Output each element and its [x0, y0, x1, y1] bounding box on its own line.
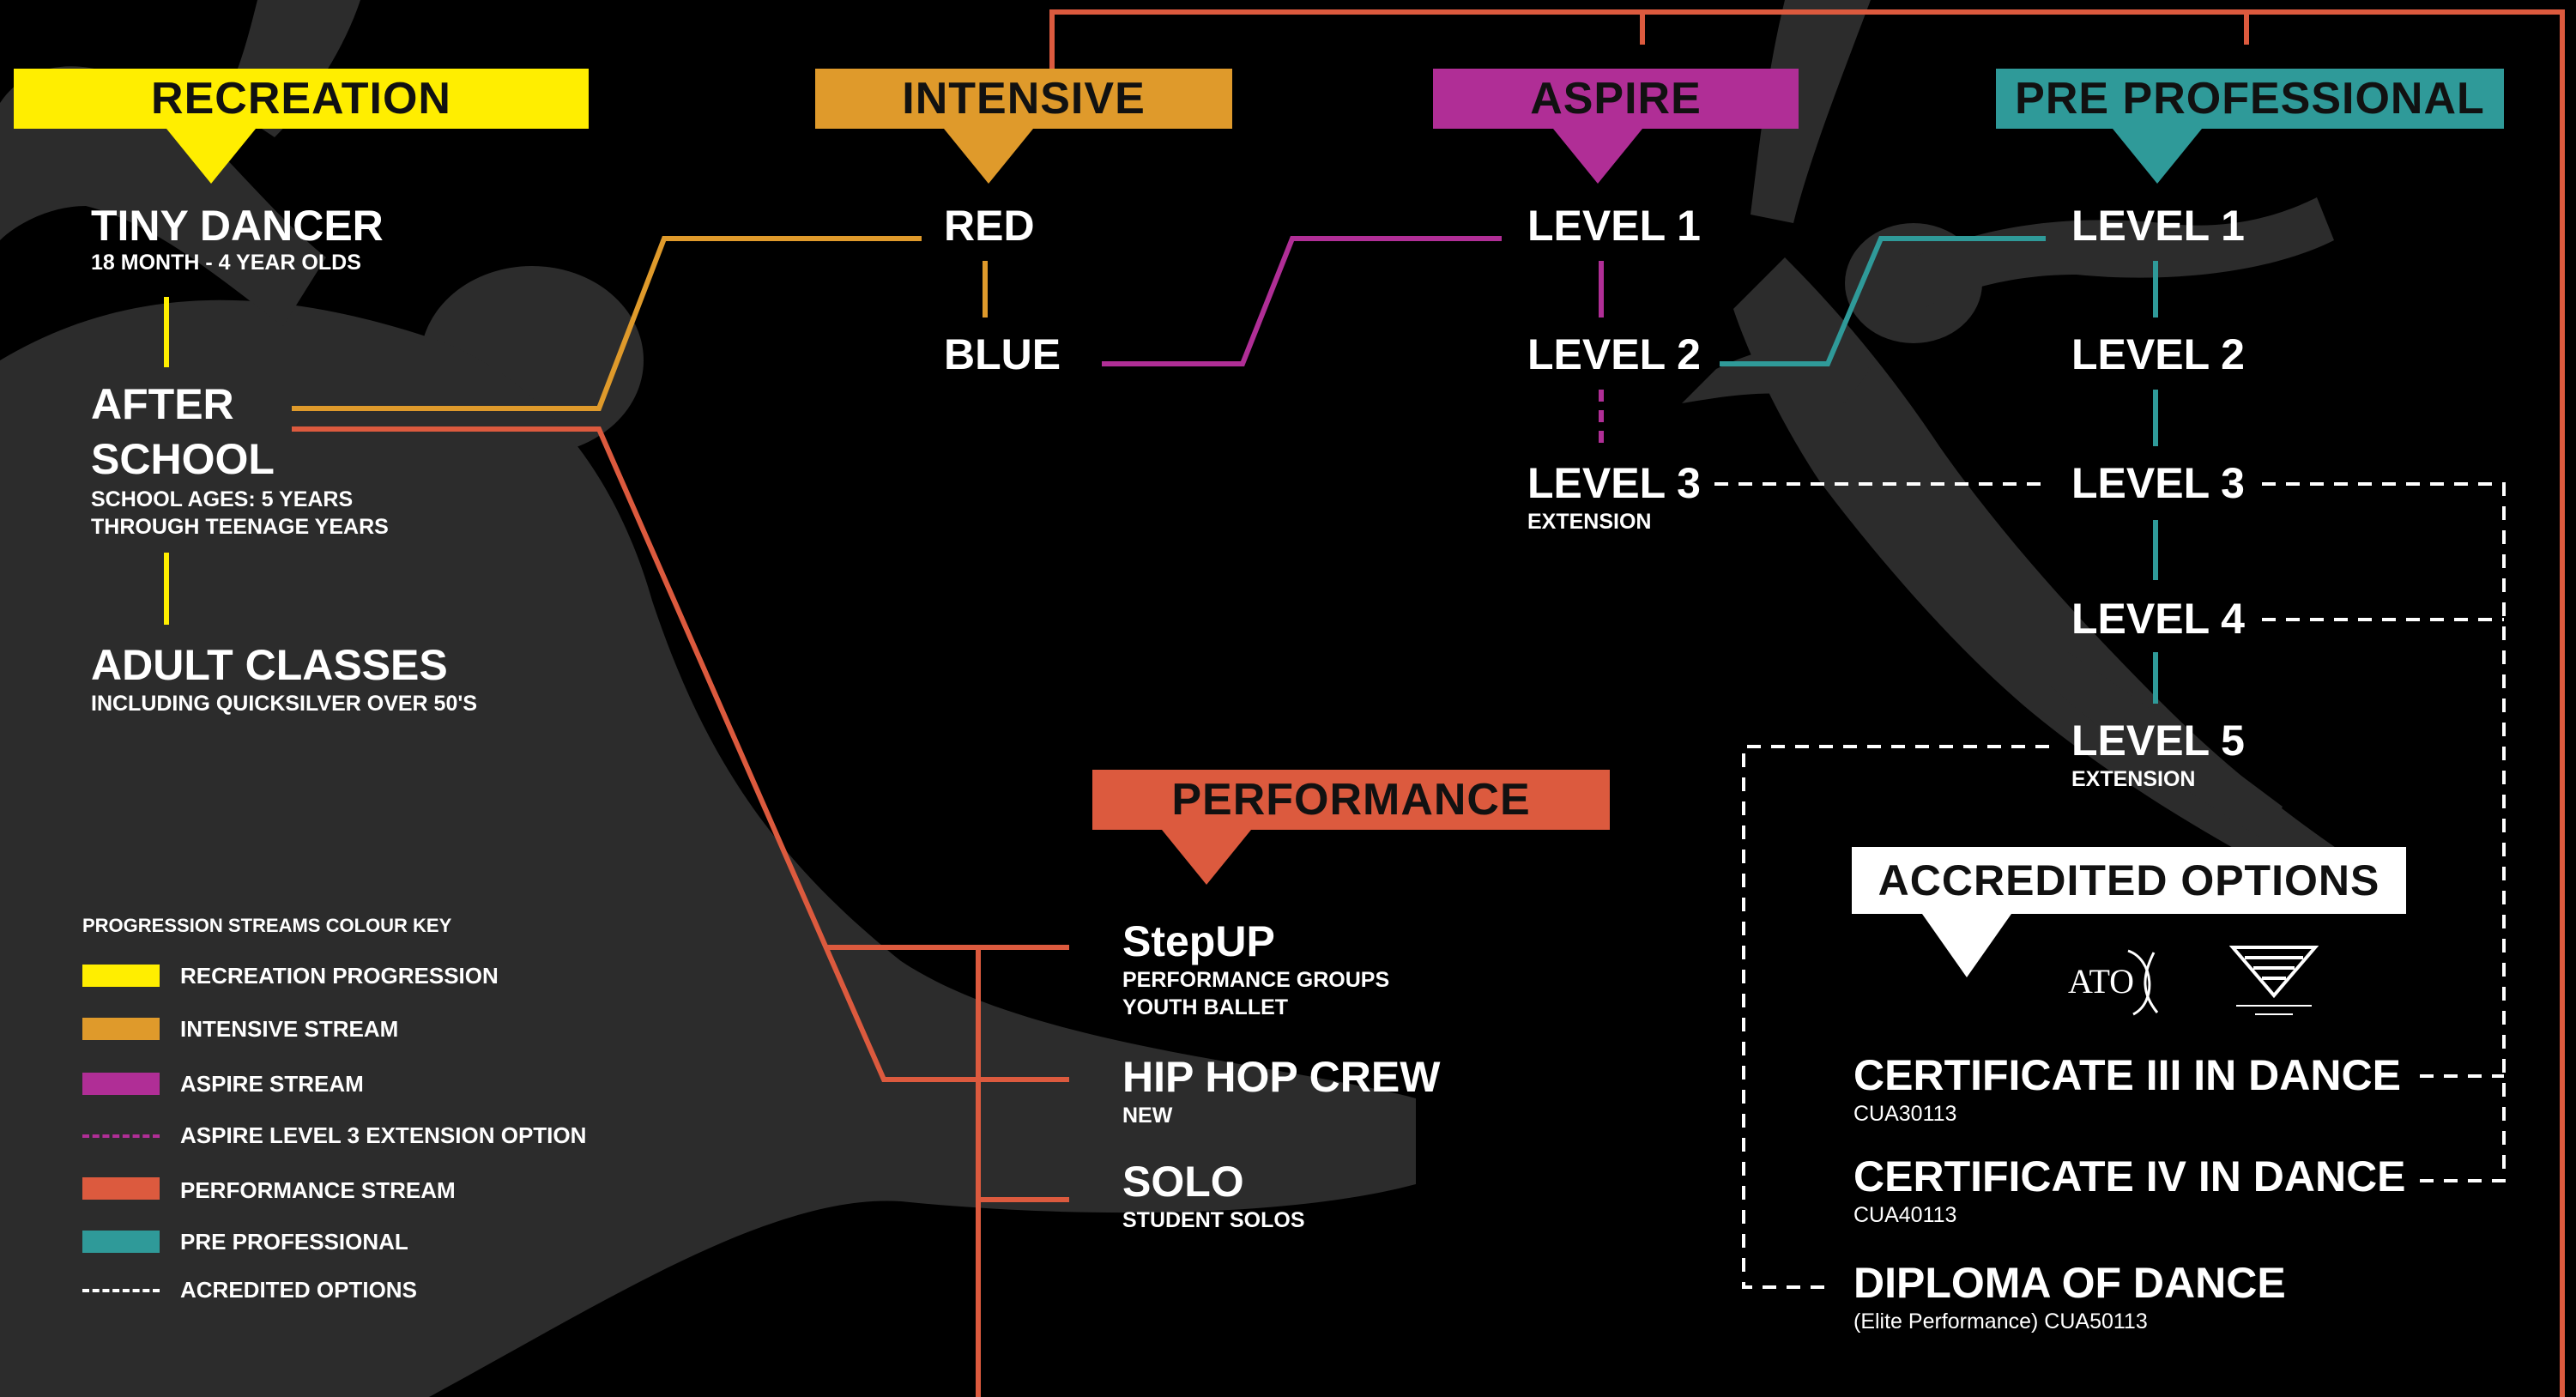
accredited-arrow-icon	[1922, 914, 2011, 977]
accredited-preprof5-to-diploma	[1742, 745, 2049, 1289]
recreation-banner: RECREATION	[14, 69, 589, 129]
performance-banner: PERFORMANCE	[1092, 770, 1610, 830]
legend-title: PROGRESSION STREAMS COLOUR KEY	[82, 915, 452, 936]
preprof-level-5-sub: EXTENSION	[2071, 767, 2196, 791]
accredited-options-banner: ACCREDITED OPTIONS	[1852, 847, 2406, 914]
preprof-level-1-label: LEVEL 1	[2071, 202, 2245, 250]
legend-label-aspire-extension: ASPIRE LEVEL 3 EXTENSION OPTION	[180, 1122, 587, 1148]
stepup-sub: PERFORMANCE GROUPS	[1122, 968, 1390, 992]
ato-logo: ATO	[2068, 942, 2180, 1019]
aspire-level-3-label: LEVEL 3	[1527, 459, 1701, 507]
preprof-level-4-label: LEVEL 4	[2071, 595, 2245, 643]
aspire-banner: ASPIRE	[1433, 69, 1799, 129]
legend-swatch-intensive	[82, 1018, 160, 1040]
recreation-arrow-icon	[166, 129, 256, 184]
aspire-arrow-icon	[1553, 129, 1642, 184]
aspire-level-2-label: LEVEL 2	[1527, 330, 1701, 378]
legend-swatch-performance	[82, 1177, 160, 1200]
adult-classes-sub: INCLUDING QUICKSILVER OVER 50'S	[91, 692, 477, 716]
hip-hop-crew-sub: NEW	[1122, 1104, 1173, 1128]
accreditation-emblem-icon	[2228, 944, 2319, 1021]
stepup-sub-line2: YOUTH BALLET	[1122, 995, 1289, 1019]
diploma-code: (Elite Performance) CUA50113	[1853, 1309, 2148, 1334]
certificate-iii-code: CUA30113	[1853, 1102, 1957, 1126]
aspire-level-1-label: LEVEL 1	[1527, 202, 1701, 250]
legend-swatch-pre-professional	[82, 1231, 160, 1253]
certificate-iv-label: CERTIFICATE IV IN DANCE	[1853, 1152, 2406, 1200]
legend-label-performance: PERFORMANCE STREAM	[180, 1177, 456, 1203]
legend-swatch-accredited	[82, 1289, 160, 1292]
after-school-label-line2: SCHOOL	[91, 435, 275, 483]
accredited-preprof3-right	[2262, 482, 2506, 1182]
preprof-from-aspire-level-2	[1720, 236, 2046, 366]
preprof-level-3-label: LEVEL 3	[2071, 459, 2245, 507]
legend-swatch-aspire-extension	[82, 1134, 160, 1138]
after-school-sub-line2: THROUGH TEENAGE YEARS	[91, 515, 389, 539]
after-school-sub: SCHOOL AGES: 5 YEARS	[91, 487, 354, 511]
legend-swatch-recreation	[82, 965, 160, 987]
certificate-iv-code: CUA40113	[1853, 1203, 1957, 1227]
legend-label-intensive: INTENSIVE STREAM	[180, 1016, 399, 1042]
legend-label-pre-professional: PRE PROFESSIONAL	[180, 1229, 408, 1255]
performance-arrow-icon	[1162, 830, 1251, 885]
certificate-iii-label: CERTIFICATE III IN DANCE	[1853, 1051, 2401, 1099]
preprof-level-2-label: LEVEL 2	[2071, 330, 2245, 378]
performance-trunk	[976, 945, 1069, 1397]
preprof-level-5-label: LEVEL 5	[2071, 717, 2245, 765]
hip-hop-crew-label: HIP HOP CREW	[1122, 1053, 1441, 1101]
intensive-blue-label: BLUE	[944, 330, 1061, 378]
after-school-label: AFTER	[91, 380, 234, 428]
pre-professional-banner: PRE PROFESSIONAL	[1996, 69, 2504, 129]
legend-label-accredited: ACREDITED OPTIONS	[180, 1277, 417, 1303]
intensive-from-after-school	[292, 236, 922, 411]
intensive-red-label: RED	[944, 202, 1035, 250]
diploma-label: DIPLOMA OF DANCE	[1853, 1259, 2286, 1307]
intensive-banner: INTENSIVE	[815, 69, 1232, 129]
legend-swatch-aspire	[82, 1073, 160, 1095]
frame-top-connector	[1049, 9, 2565, 1397]
legend-label-aspire: ASPIRE STREAM	[180, 1071, 364, 1097]
ato-logo-text: ATO	[2068, 962, 2135, 1001]
tiny-dancer-label: TINY DANCER	[91, 202, 384, 250]
legend-label-recreation: RECREATION PROGRESSION	[180, 963, 499, 989]
solo-label: SOLO	[1122, 1158, 1244, 1206]
intensive-arrow-icon	[944, 129, 1033, 184]
tiny-dancer-sub: 18 MONTH - 4 YEAR OLDS	[91, 251, 361, 275]
adult-classes-label: ADULT CLASSES	[91, 641, 448, 689]
aspire-from-blue	[1102, 236, 1502, 366]
stepup-label: StepUP	[1122, 917, 1275, 965]
solo-sub: STUDENT SOLOS	[1122, 1208, 1305, 1232]
pre-professional-arrow-icon	[2113, 129, 2202, 184]
aspire-level-3-sub: EXTENSION	[1527, 510, 1652, 534]
